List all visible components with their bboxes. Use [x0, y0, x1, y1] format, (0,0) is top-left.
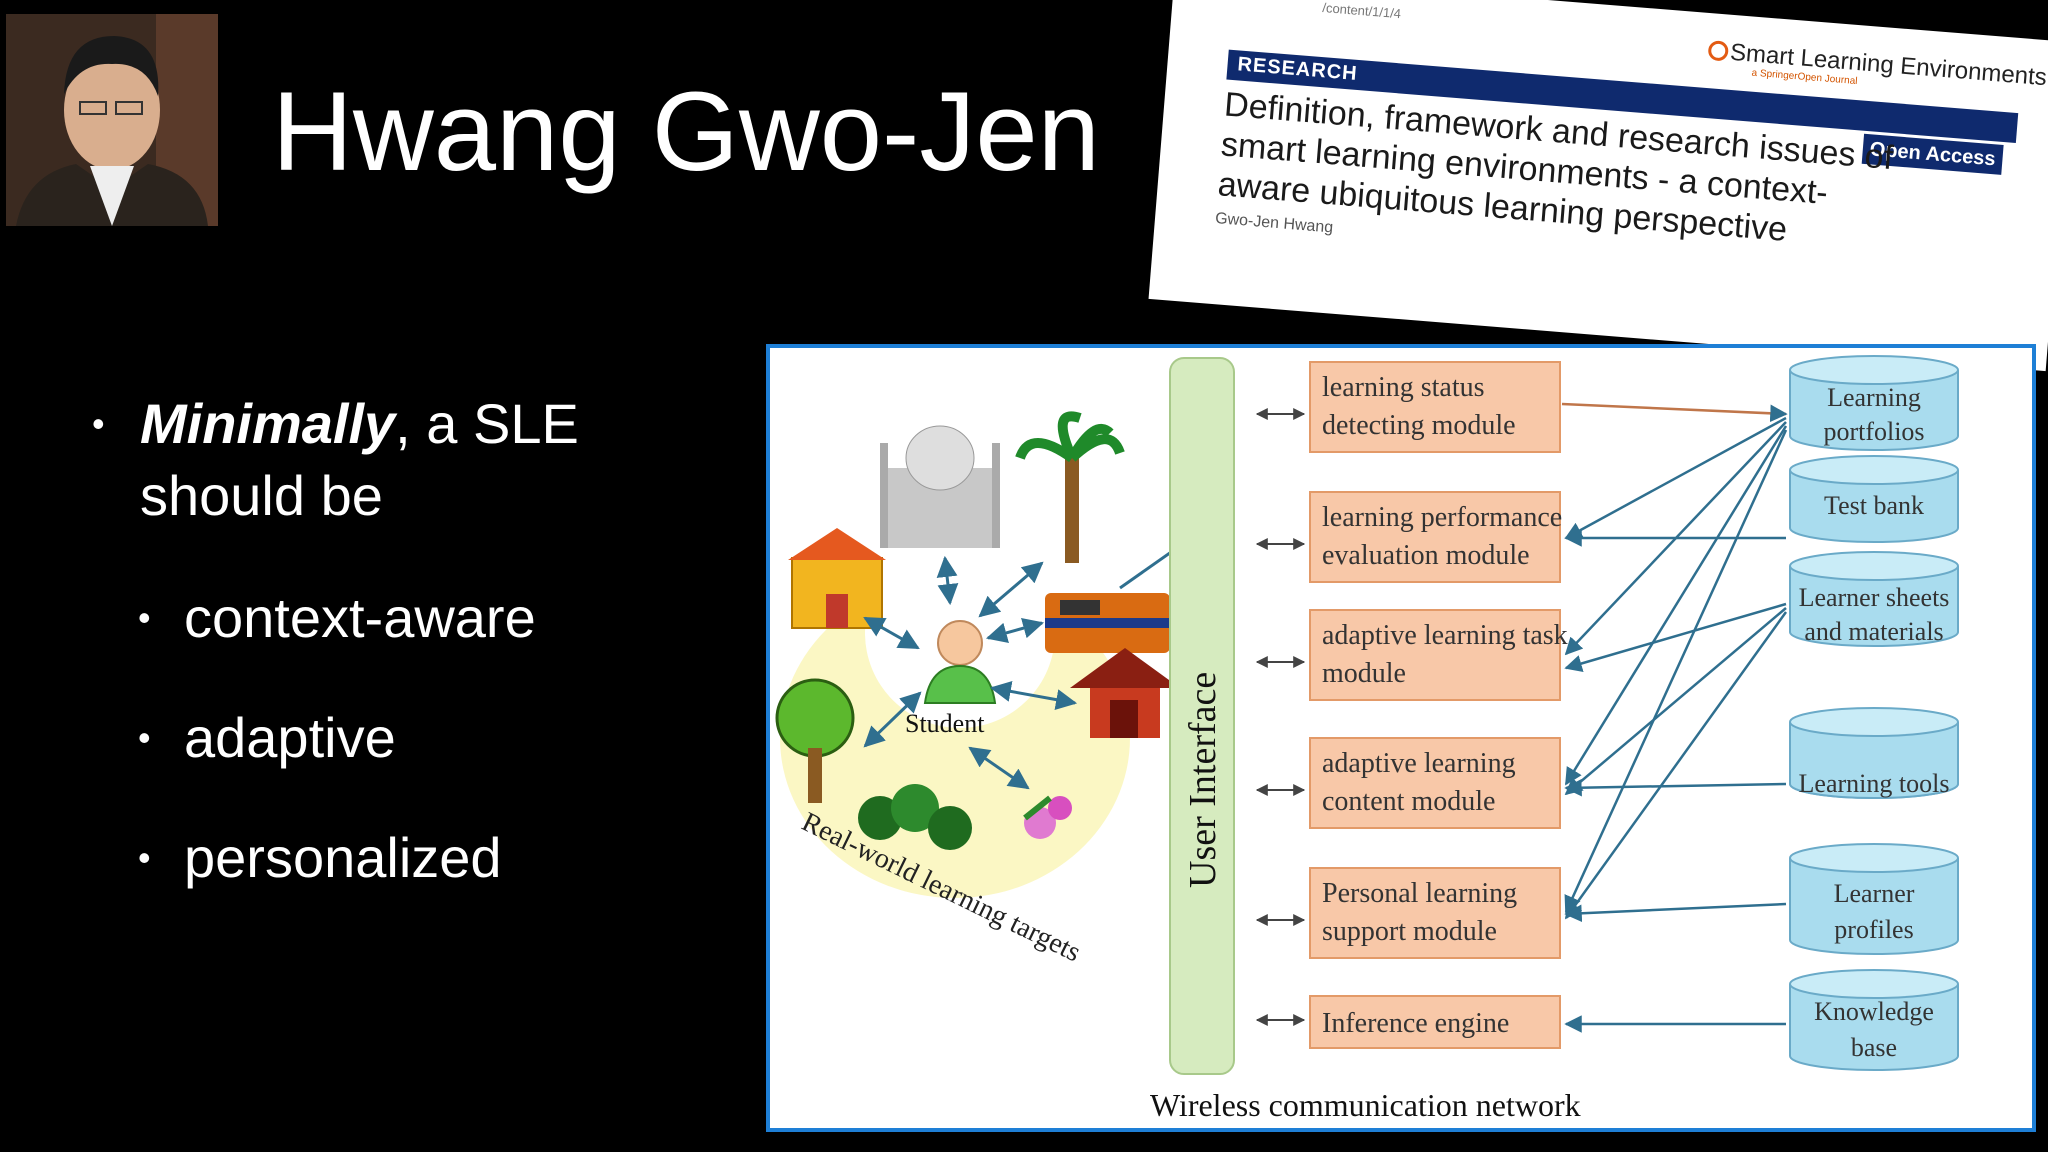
sub-bullet: • context-aware: [92, 582, 732, 654]
svg-text:Learning: Learning: [1827, 383, 1921, 412]
bullet-dot: •: [138, 717, 151, 758]
db-test-bank: Test bank: [1789, 455, 1959, 543]
train-icon: [1045, 593, 1170, 653]
svg-text:detecting module: detecting module: [1322, 410, 1516, 441]
student-label: Student: [905, 709, 985, 738]
test-bank-label: Test bank: [1824, 491, 1924, 520]
presenter-photo: [6, 14, 218, 226]
database-list: Learning portfolios Test bank Learner sh…: [1789, 355, 1959, 1071]
svg-text:learning status: learning status: [1322, 372, 1485, 403]
bullet-dot: •: [138, 597, 151, 638]
sub-bullet-text: personalized: [184, 826, 502, 889]
svg-text:content module: content module: [1322, 786, 1495, 817]
module-learning-status: learning status detecting module: [1309, 361, 1561, 453]
school-icon: [788, 528, 886, 629]
inference-engine-label: Inference engine: [1322, 1008, 1509, 1039]
svg-text:support module: support module: [1322, 916, 1497, 947]
svg-text:module: module: [1322, 658, 1406, 689]
svg-text:base: base: [1851, 1033, 1897, 1062]
module-list: learning status detecting module learnin…: [1309, 361, 1568, 1049]
plants-icon: [858, 784, 972, 850]
learning-tools-label: Learning tools: [1799, 769, 1950, 798]
landmark-icon: [880, 425, 1000, 548]
data-flow-arrows: [1561, 402, 1788, 1033]
bullet-list: • Minimally, a SLE should be • context-a…: [92, 388, 732, 894]
svg-text:adaptive learning task: adaptive learning task: [1322, 620, 1568, 651]
svg-text:Learner: Learner: [1834, 879, 1915, 908]
bullet-dot: •: [92, 403, 105, 444]
svg-text:evaluation module: evaluation module: [1322, 540, 1530, 571]
article-author: Gwo-Jen Hwang: [1214, 210, 1334, 237]
module-adaptive-content: adaptive learning content module: [1309, 737, 1561, 829]
article-snippet: /content/1/1/4 Smart Learning Environmen…: [1148, 0, 2048, 372]
main-bullet-text: , a SLE should be: [140, 392, 579, 527]
svg-text:portfolios: portfolios: [1823, 417, 1924, 446]
emphasis-text: Minimally: [140, 392, 396, 455]
temple-icon: [1070, 648, 1180, 738]
sub-bullet: • adaptive: [92, 702, 732, 774]
sub-bullet-text: context-aware: [184, 586, 536, 649]
module-personal-support: Personal learning support module: [1309, 867, 1561, 959]
interface-arrows: [1255, 408, 1306, 1026]
framework-diagram: Student Real-world learning targets User…: [766, 344, 2036, 1132]
db-knowledge-base: Knowledge base: [1789, 969, 1959, 1071]
svg-text:adaptive learning: adaptive learning: [1322, 748, 1516, 779]
springer-logo-icon: [1707, 40, 1730, 62]
svg-text:learning performance: learning performance: [1322, 502, 1562, 533]
tree-icon: [775, 678, 855, 803]
slide-title: Hwang Gwo-Jen: [272, 69, 1100, 194]
flowers-icon: [1023, 795, 1072, 839]
db-learning-tools: Learning tools: [1789, 707, 1959, 799]
svg-text:Personal learning: Personal learning: [1322, 878, 1517, 909]
student-illustration: Student Real-world learning targets: [775, 411, 1196, 968]
user-interface-bar: User Interface: [1169, 357, 1235, 1075]
svg-text:profiles: profiles: [1834, 915, 1913, 944]
bullet-dot: •: [138, 837, 151, 878]
module-performance-evaluation: learning performance evaluation module: [1309, 491, 1562, 583]
palm-tree-icon: [1015, 411, 1125, 563]
module-adaptive-task: adaptive learning task module: [1309, 609, 1568, 701]
db-learner-profiles: Learner profiles: [1789, 843, 1959, 955]
module-inference-engine: Inference engine: [1309, 995, 1561, 1049]
sub-bullet-text: adaptive: [184, 706, 396, 769]
db-learner-sheets: Learner sheets and materials: [1789, 551, 1959, 647]
sub-bullet: • personalized: [92, 822, 732, 894]
student-head-icon: [937, 620, 983, 666]
svg-text:and materials: and materials: [1804, 617, 1943, 646]
user-interface-label: User Interface: [1182, 672, 1224, 888]
svg-text:Knowledge: Knowledge: [1814, 997, 1934, 1026]
journal-name: Smart Learning Environments: [1729, 38, 2048, 92]
article-url: /content/1/1/4: [1321, 0, 1402, 22]
network-label: Wireless communication network: [1150, 1087, 1581, 1123]
db-learning-portfolios: Learning portfolios: [1789, 355, 1959, 451]
svg-text:Learner sheets: Learner sheets: [1799, 583, 1950, 612]
main-bullet: • Minimally, a SLE should be: [92, 388, 732, 532]
